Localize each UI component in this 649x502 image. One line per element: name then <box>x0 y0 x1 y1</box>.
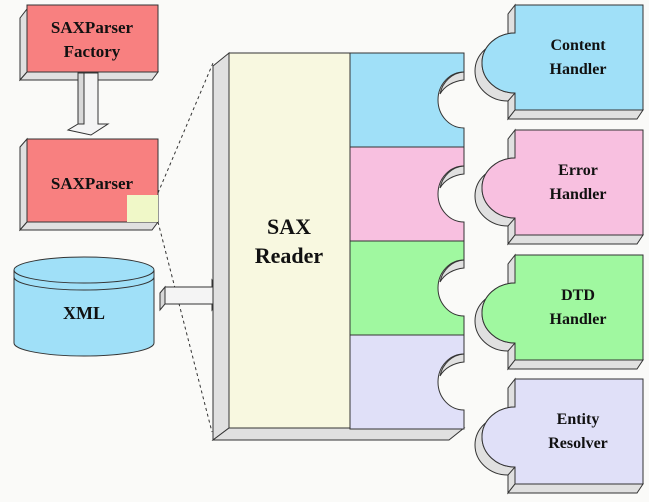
saxparser-box: SAXParser <box>18 137 159 232</box>
reader-label-line2: Reader <box>255 243 324 268</box>
reader-panel <box>228 52 351 429</box>
factory-label-line1: SAXParser <box>51 18 134 37</box>
content-handler-socket <box>349 52 465 148</box>
content-handler-label-line2: Handler <box>550 61 607 78</box>
error-handler-label-line2: Handler <box>550 186 607 203</box>
dtd-handler-label-line1: DTD <box>561 287 595 304</box>
content-handler-label-line1: Content <box>550 37 606 54</box>
factory-label-line2: Factory <box>64 42 121 61</box>
parser-label: SAXParser <box>51 174 134 193</box>
parser-reader-corner <box>127 195 158 222</box>
entity-resolver-label-line1: Entity <box>557 411 600 428</box>
dtd-handler-socket <box>349 240 465 336</box>
entity-resolver-socket <box>349 334 465 430</box>
xml-document-cylinder: XML <box>13 256 155 357</box>
saxparser-factory-box: SAXParser Factory <box>18 4 159 82</box>
zoom-lines <box>157 62 214 433</box>
error-handler-label-line1: Error <box>558 162 598 179</box>
sax-reader: SAX Reader <box>211 51 466 441</box>
factory-box-face <box>26 4 159 73</box>
dtd-handler-label-line2: Handler <box>550 311 607 328</box>
reader-label-line1: SAX <box>267 214 311 239</box>
entity-resolver-label-line2: Resolver <box>548 435 608 452</box>
error-handler-socket <box>349 146 465 242</box>
xml-label: XML <box>63 303 105 323</box>
create-arrow <box>66 72 110 136</box>
dtd-handler-piece: DTD Handler <box>474 253 644 371</box>
